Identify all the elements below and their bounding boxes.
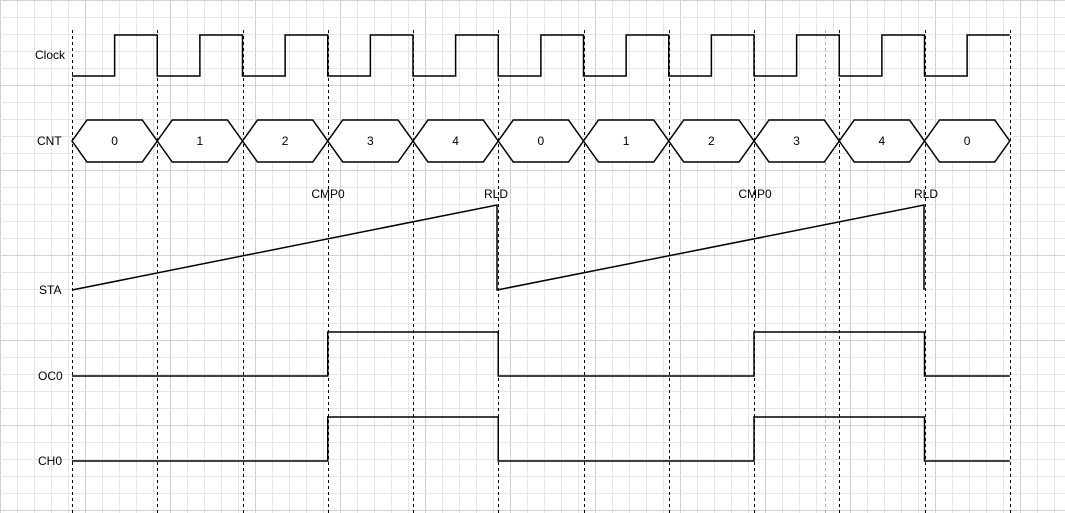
cmp0-marker-second: CMP0: [738, 187, 772, 201]
oc0-waveform: [72, 331, 1010, 377]
cnt-label: CNT: [37, 134, 62, 148]
cnt-segment: [923, 119, 1011, 163]
cnt-value: 4: [879, 134, 886, 148]
cnt-bus: 0 1 2 3 4 0 1 2 3 4 0: [71, 119, 1011, 163]
oc0-label: OC0: [38, 369, 63, 383]
cnt-value: 3: [367, 134, 374, 148]
cnt-value: 0: [964, 134, 971, 148]
cnt-value: 2: [282, 134, 289, 148]
clock-label: Clock: [35, 48, 66, 62]
rld-marker-first: RLD: [484, 187, 508, 201]
clock-waveform: [72, 34, 1010, 77]
cnt-value: 2: [708, 134, 715, 148]
cnt-value: 3: [793, 134, 800, 148]
rld-marker-second: RLD: [914, 187, 938, 201]
cnt-value: 0: [111, 134, 118, 148]
ch0-label: CH0: [38, 454, 62, 468]
cnt-value: 0: [538, 134, 545, 148]
ch0-waveform: [72, 416, 1010, 462]
sta-sawtooth-waveform: [71, 204, 925, 291]
cnt-value: 4: [452, 134, 459, 148]
cnt-value: 1: [623, 134, 630, 148]
sta-label: STA: [39, 283, 61, 297]
cmp0-marker-first: CMP0: [311, 187, 345, 201]
cnt-value: 1: [197, 134, 204, 148]
